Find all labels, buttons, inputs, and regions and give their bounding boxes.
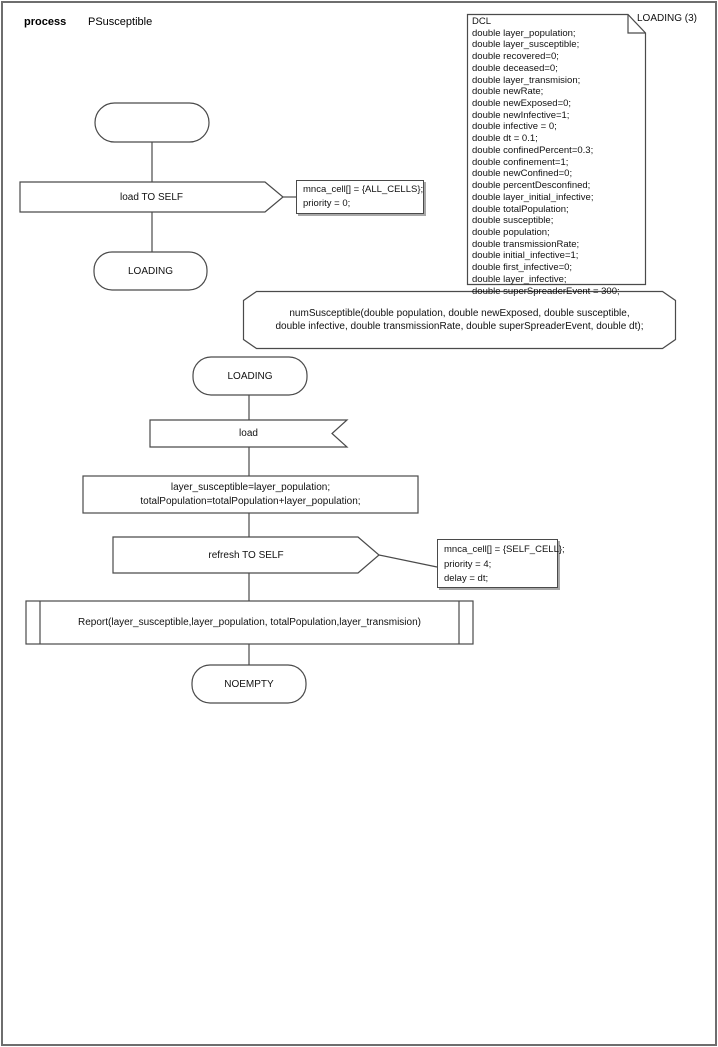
dcl-declarations-text[interactable]: DCL double layer_population; double laye… [472, 16, 620, 297]
dcl-text-symbol[interactable] [466, 13, 647, 286]
procedure-decl-label[interactable]: numSusceptible(double population, double… [275, 307, 644, 333]
connector-refresh-to-comment [378, 554, 438, 568]
task-shape[interactable] [82, 475, 419, 514]
task-label[interactable]: layer_susceptible=layer_population; tota… [140, 481, 361, 507]
procedure-call-shape[interactable] [25, 600, 474, 645]
state-loading1-shape[interactable] [93, 251, 208, 291]
state-loading1-label[interactable]: LOADING [127, 265, 173, 277]
state-loading2-label[interactable]: LOADING [227, 370, 273, 382]
output-refresh-shape[interactable] [112, 536, 380, 574]
output-load-label[interactable]: load TO SELF [120, 191, 183, 203]
output-load-shape[interactable] [19, 181, 284, 213]
state-noempty-label[interactable]: NOEMPTY [224, 678, 274, 690]
start-symbol[interactable] [94, 102, 210, 143]
procedure-decl-shape[interactable] [242, 290, 677, 350]
process-keyword: process [24, 16, 67, 28]
state-noempty-shape[interactable] [191, 664, 307, 704]
output-refresh-label[interactable]: refresh TO SELF [208, 549, 284, 561]
comment-refresh-box[interactable]: mnca_cell[] = {SELF_CELL}; priority = 4;… [437, 539, 565, 588]
comment-load-box[interactable]: mnca_cell[] = {ALL_CELLS}; priority = 0; [296, 180, 424, 214]
state-count-note: LOADING (3) [637, 13, 698, 24]
dcl-fold-corner [627, 14, 646, 34]
input-load-label[interactable]: load [239, 428, 258, 439]
process-name: PSusceptible [88, 16, 153, 28]
state-loading2-shape[interactable] [192, 356, 308, 396]
input-load-shape[interactable] [149, 419, 349, 448]
procedure-call-label[interactable]: Report(layer_susceptible,layer_populatio… [78, 617, 421, 628]
